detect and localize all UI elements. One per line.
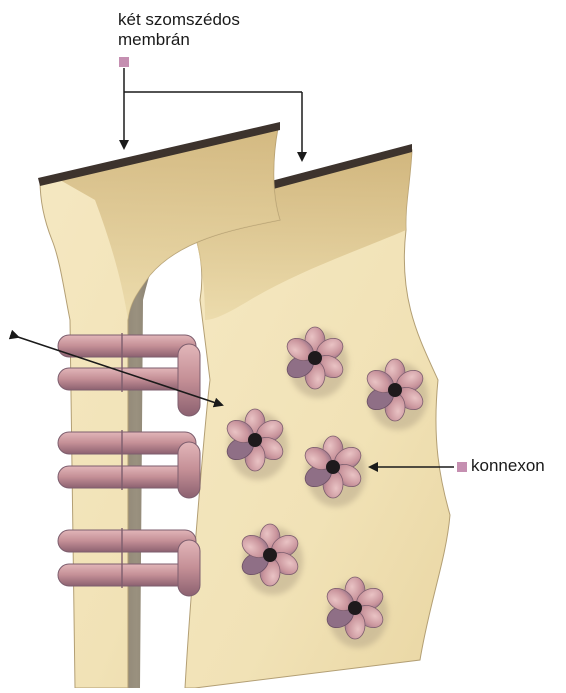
square-marker-icon [457,462,467,472]
membrane-label-line2: membrán [118,30,240,50]
connexon-label: konnexon [471,456,545,476]
membrane-label: két szomszédos membrán [118,10,240,50]
square-marker-icon [119,57,129,67]
membrane-label-line1: két szomszédos [118,10,240,30]
